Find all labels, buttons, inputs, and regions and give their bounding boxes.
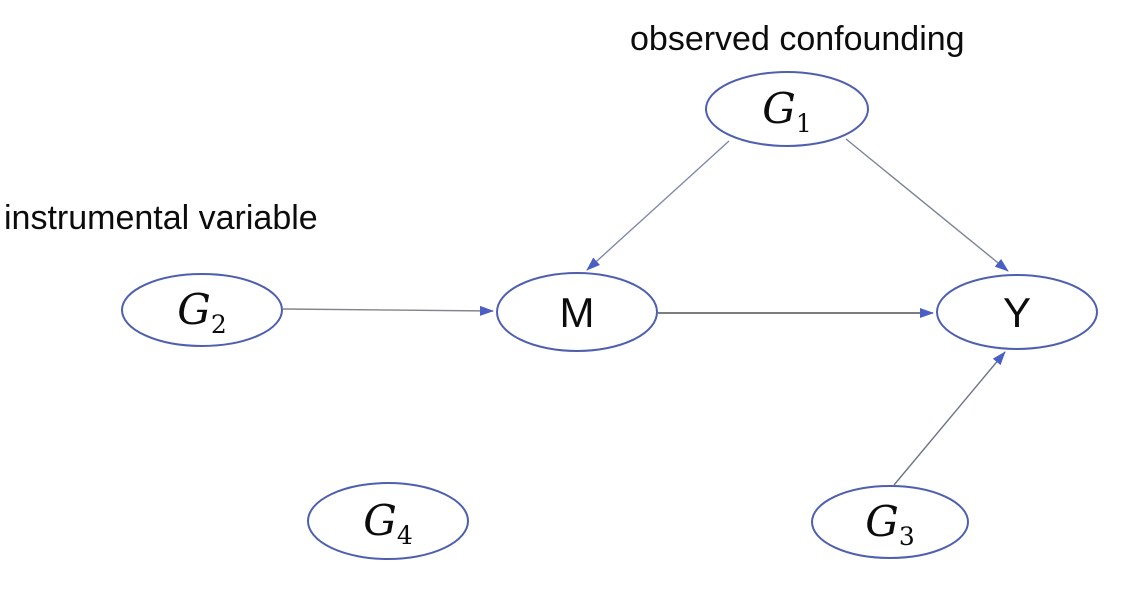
edge-g2-to-m (282, 305, 494, 316)
edge-g3-to-y (893, 351, 1006, 486)
node-g2-ellipse (121, 273, 283, 347)
node-g4-ellipse (307, 482, 469, 560)
edge-g1-to-y (845, 138, 1009, 272)
node-g1: G1 (705, 71, 869, 147)
node-g4-label: G4 (363, 496, 412, 550)
edge-g1-to-m (586, 140, 730, 271)
node-g3-ellipse (811, 485, 969, 559)
node-y-label: Y (1003, 289, 1031, 336)
node-g2-label: G2 (177, 285, 226, 339)
edges-layer (282, 138, 1009, 486)
node-g1-label: G1 (762, 84, 811, 138)
node-g1-ellipse (705, 71, 869, 147)
node-g4: G4 (307, 482, 469, 560)
node-g3-label: G3 (865, 497, 914, 551)
node-y-ellipse (936, 274, 1098, 350)
node-m: M (496, 272, 658, 352)
annotation-observed-confounding: observed confounding (630, 20, 965, 58)
node-g2: G2 (121, 273, 283, 347)
node-y: Y (936, 274, 1098, 350)
annotation-instrumental-variable: instrumental variable (4, 199, 318, 237)
node-m-label: M (560, 289, 595, 336)
node-m-ellipse (496, 272, 658, 352)
node-g3: G3 (811, 485, 969, 559)
